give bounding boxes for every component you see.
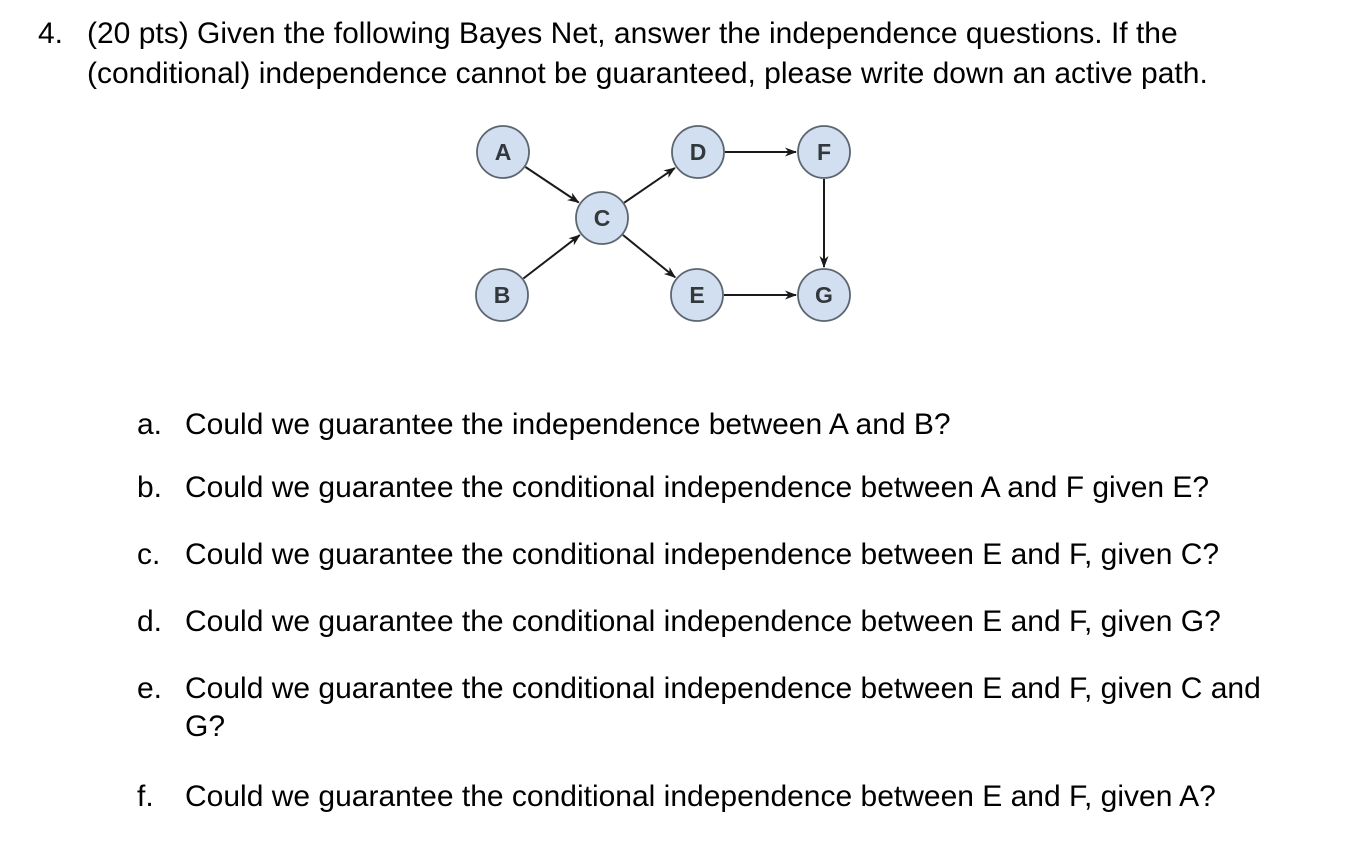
- node-C-label: C: [594, 205, 611, 231]
- problem-statement: 4. (20 pts) Given the following Bayes Net…: [38, 14, 1208, 94]
- node-C-circle: [575, 191, 629, 245]
- node-B-circle: [475, 268, 529, 322]
- node-D-circle: [671, 125, 725, 179]
- node-G-circle: [797, 268, 851, 322]
- edge-B-C-arrow: [522, 234, 581, 280]
- node-B-label: B: [494, 282, 511, 308]
- edge-A-C-arrow: [524, 166, 580, 204]
- question-text: Could we guarantee the independence betw…: [185, 408, 951, 441]
- node-E: E: [670, 268, 724, 322]
- node-A-label: A: [495, 139, 512, 165]
- problem-text-line1: (20 pts) Given the following Bayes Net, …: [87, 17, 1178, 50]
- node-D-label: D: [690, 139, 707, 165]
- question-text: Could we guarantee the conditional indep…: [185, 670, 1261, 746]
- node-A-circle: [476, 125, 530, 179]
- question-letter: f.: [137, 780, 154, 813]
- question-letter: d.: [137, 605, 163, 638]
- node-B: B: [475, 268, 529, 322]
- node-G: G: [797, 268, 851, 322]
- question-text: Could we guarantee the conditional indep…: [185, 605, 1221, 638]
- node-A: A: [476, 125, 530, 179]
- edge-C-E-arrow: [622, 234, 676, 279]
- question-item-d: d. Could we guarantee the conditional ind…: [137, 603, 1221, 641]
- problem-number: 4.: [38, 17, 64, 50]
- question-text-line1: Could we guarantee the conditional indep…: [185, 672, 1261, 705]
- question-letter: e.: [137, 672, 163, 705]
- question-text: Could we guarantee the conditional indep…: [185, 780, 1216, 813]
- question-item-f: f. Could we guarantee the conditional ind…: [137, 778, 1216, 816]
- question-item-e: e. Could we guarantee the conditional ind…: [137, 670, 1261, 746]
- question-text: Could we guarantee the conditional indep…: [185, 538, 1220, 571]
- question-text-line2: G?: [185, 710, 226, 743]
- question-letter: c.: [137, 538, 161, 571]
- question-letter: a.: [137, 408, 163, 441]
- node-C: C: [575, 191, 629, 245]
- node-F-label: F: [817, 139, 831, 165]
- problem-text: (20 pts) Given the following Bayes Net, …: [87, 14, 1208, 94]
- question-item-b: b. Could we guarantee the conditional ind…: [137, 469, 1209, 507]
- node-D: D: [671, 125, 725, 179]
- question-item-a: a. Could we guarantee the independence be…: [137, 406, 951, 444]
- question-text: Could we guarantee the conditional indep…: [185, 471, 1210, 504]
- question-letter: b.: [137, 471, 163, 504]
- node-E-label: E: [689, 282, 704, 308]
- node-G-label: G: [815, 282, 833, 308]
- question-item-c: c. Could we guarantee the conditional ind…: [137, 536, 1219, 574]
- node-F-circle: [797, 125, 851, 179]
- edge-C-D-arrow: [623, 167, 676, 204]
- problem-text-line2: (conditional) independence cannot be gua…: [87, 57, 1208, 90]
- node-F: F: [797, 125, 851, 179]
- node-E-circle: [670, 268, 724, 322]
